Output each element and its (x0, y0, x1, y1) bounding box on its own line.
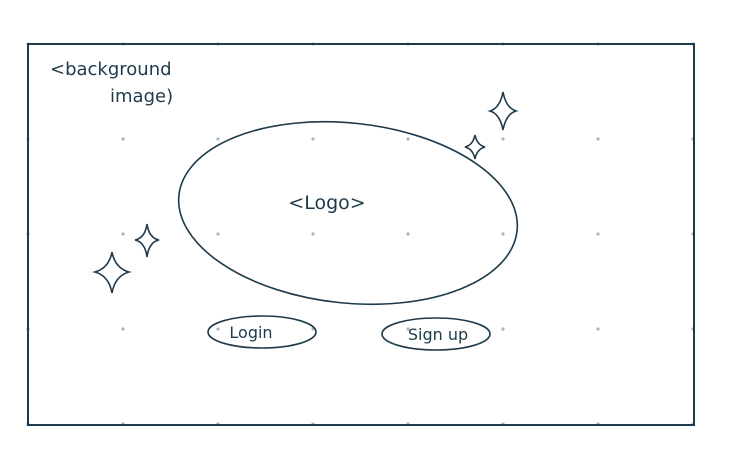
grid-dot (406, 327, 410, 331)
grid-dot (596, 137, 600, 141)
grid-dot (121, 137, 125, 141)
background-label-line1: <background (50, 59, 172, 80)
grid-dot (311, 232, 315, 236)
grid-dot (406, 232, 410, 236)
grid-dot (311, 137, 315, 141)
sparkle-icon (464, 134, 486, 160)
login-button-outline[interactable] (207, 315, 317, 349)
background-image-frame (27, 43, 695, 426)
sparkle-icon (134, 223, 160, 258)
grid-dot (501, 137, 505, 141)
signup-button[interactable]: Sign up (381, 317, 491, 351)
login-button-label[interactable]: Login (229, 323, 272, 342)
grid-dot (406, 137, 410, 141)
grid-dot (501, 232, 505, 236)
grid-dot (501, 327, 505, 331)
sparkle-icon (487, 91, 519, 131)
grid-dot (216, 137, 220, 141)
logo-ellipse (177, 120, 519, 306)
background-label-line2: image) (110, 86, 173, 107)
logo-label: <Logo> (288, 192, 365, 214)
login-button[interactable]: Login (207, 315, 317, 349)
logo-placeholder: <Logo> (177, 120, 519, 306)
signup-button-label[interactable]: Sign up (408, 325, 468, 344)
sparkle-icon (92, 251, 132, 294)
grid-dot (216, 232, 220, 236)
grid-dot (121, 232, 125, 236)
grid-dot (596, 327, 600, 331)
signup-button-outline[interactable] (381, 317, 491, 351)
grid-dot (121, 327, 125, 331)
grid-dot (596, 232, 600, 236)
grid-dot (216, 327, 220, 331)
